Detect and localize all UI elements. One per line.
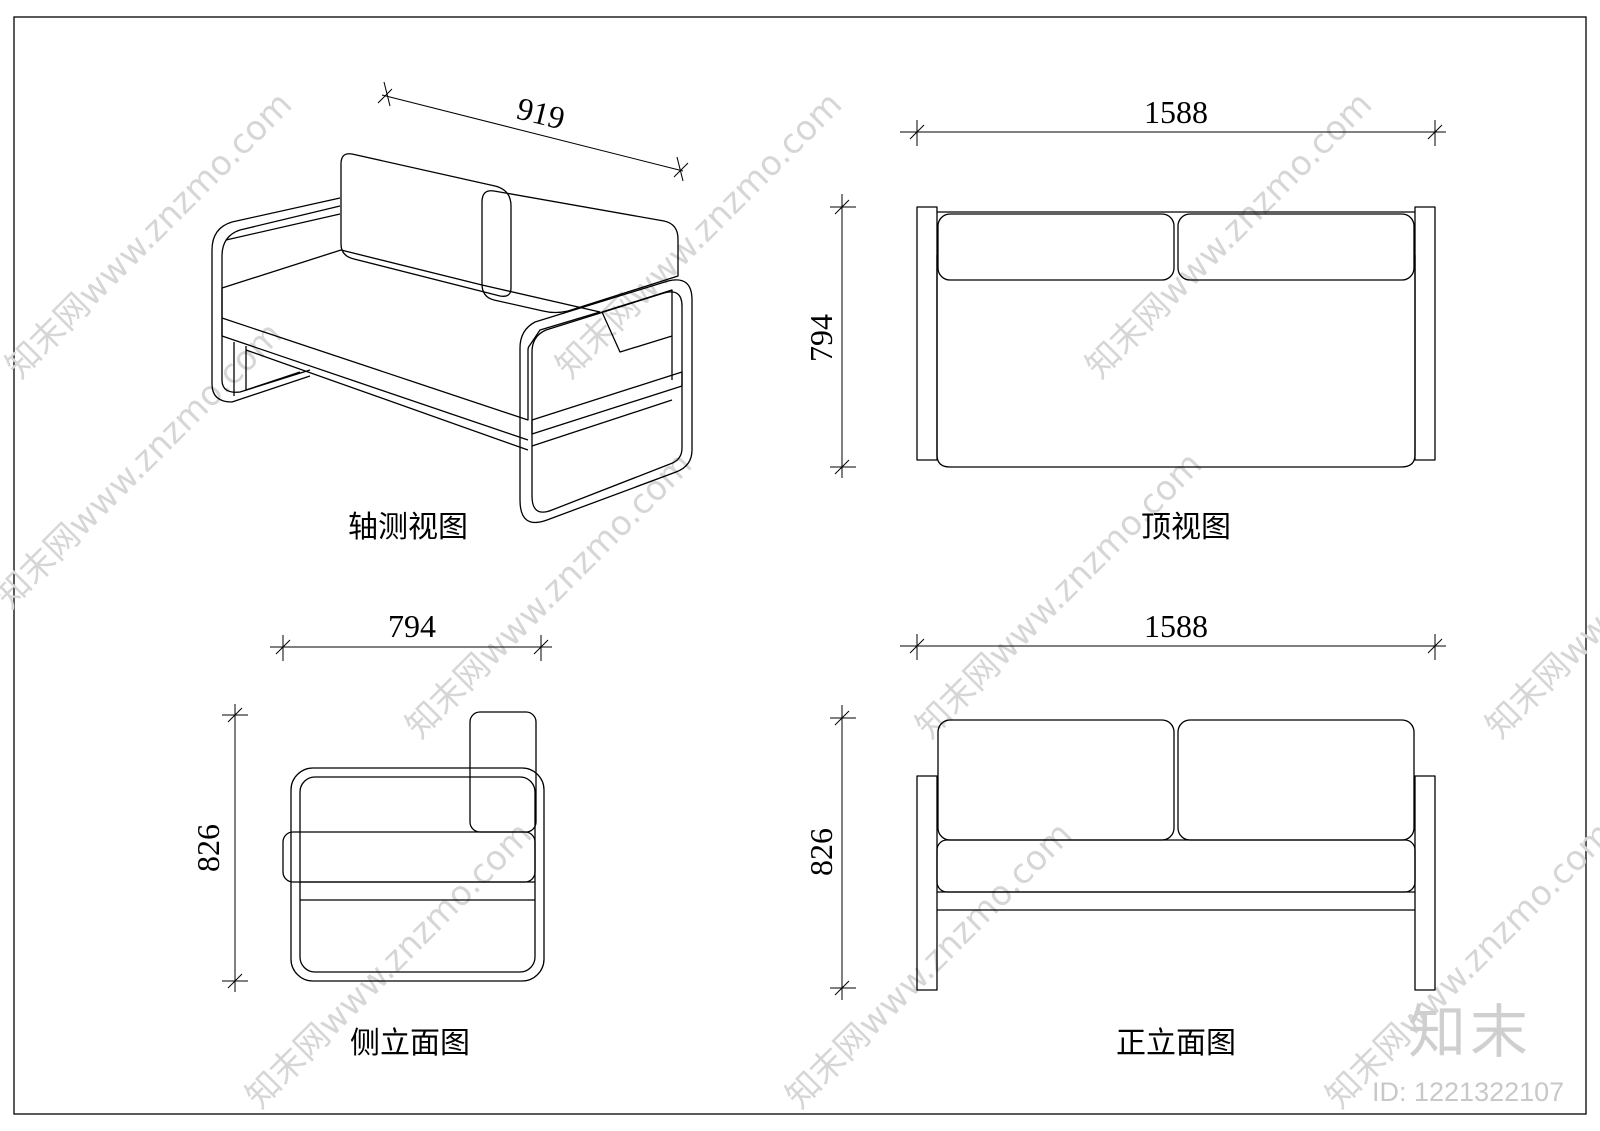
top-back-cushion-left xyxy=(937,213,1175,281)
watermark-text: 知末网www.znzmo.com xyxy=(1478,444,1600,746)
front-width-value: 1588 xyxy=(1144,608,1208,644)
watermark-text: 知末网www.znzmo.com xyxy=(398,444,700,746)
watermark-text: 知末网www.znzmo.com xyxy=(1318,814,1600,1116)
side-view: 794 826 xyxy=(190,608,552,992)
front-view-caption: 正立面图 xyxy=(1116,1026,1236,1061)
sheet-border xyxy=(13,16,1587,1115)
top-view: 1588 794 xyxy=(803,94,1446,478)
top-width-dimension: 1588 xyxy=(900,94,1446,146)
right-arm-frame-outer xyxy=(519,279,693,524)
side-height-value: 826 xyxy=(190,824,226,872)
back-cushion-right xyxy=(481,190,679,314)
axonometric-dimension-value: 919 xyxy=(513,90,568,137)
front-frame xyxy=(916,775,1436,991)
watermark-text: 知末网www.znzmo.com xyxy=(1078,84,1380,386)
front-seat-cushion xyxy=(936,839,1416,893)
seat-frame xyxy=(233,342,301,396)
side-depth-value: 794 xyxy=(388,608,436,644)
top-depth-value: 794 xyxy=(803,314,839,362)
axonometric-view-caption: 轴测视图 xyxy=(348,510,468,545)
top-right-arm xyxy=(1414,206,1436,461)
watermark-logo: 知末 xyxy=(1408,998,1532,1066)
side-height-dimension: 826 xyxy=(190,704,248,992)
seat-cushion xyxy=(221,249,601,421)
watermark-layer: 知末网www.znzmo.com 知末网www.znzmo.com 知末网www… xyxy=(0,84,1600,1116)
front-width-dimension: 1588 xyxy=(900,608,1446,660)
top-width-value: 1588 xyxy=(1144,94,1208,130)
top-depth-dimension: 794 xyxy=(803,194,856,478)
front-back-cushion-right xyxy=(1177,719,1415,841)
side-view-caption: 侧立面图 xyxy=(350,1026,470,1061)
left-arm-frame-outer xyxy=(211,197,341,403)
back-cushion-left xyxy=(340,153,512,297)
right-arm-frame-inner xyxy=(531,291,683,513)
side-back-cushion xyxy=(469,711,537,833)
axonometric-view: 919 xyxy=(211,81,693,524)
front-height-dimension: 826 xyxy=(803,705,856,1000)
top-back-cushion-right xyxy=(1177,213,1415,281)
axonometric-dimension: 919 xyxy=(377,81,689,182)
top-view-caption: 顶视图 xyxy=(1141,510,1231,545)
watermark-text: 知末网www.znzmo.com xyxy=(908,444,1210,746)
side-depth-dimension: 794 xyxy=(270,608,552,661)
front-view: 1588 826 xyxy=(803,608,1446,1000)
watermark-id: ID: 1221322107 xyxy=(1372,1077,1564,1107)
top-seat xyxy=(936,255,1416,468)
front-height-value: 826 xyxy=(803,828,839,876)
top-left-arm xyxy=(916,206,938,461)
side-arm-frame-outer xyxy=(290,767,545,982)
